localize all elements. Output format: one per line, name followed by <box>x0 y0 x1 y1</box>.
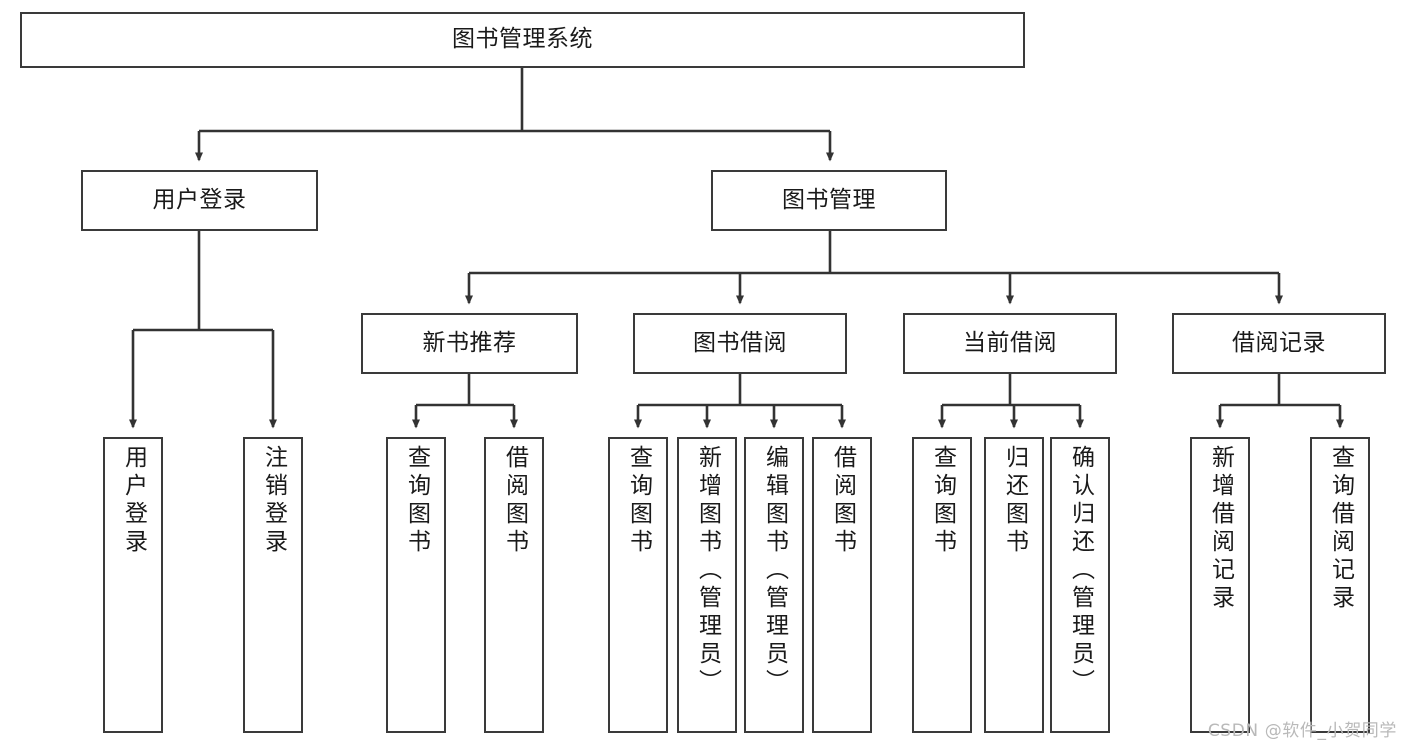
node-root-label: 图书管理系统 <box>452 26 593 53</box>
leaf-user-login[interactable]: 用户登录 <box>103 437 163 733</box>
leaf-query-book-recommend[interactable]: 查询图书 <box>386 437 446 733</box>
leaf-confirm-return[interactable]: 确认归还（管理员） <box>1050 437 1110 733</box>
leaf-user-login-label: 用户登录 <box>120 445 147 557</box>
node-current-borrow-label: 当前借阅 <box>963 329 1057 356</box>
leaf-add-book[interactable]: 新增图书（管理员） <box>677 437 737 733</box>
node-current-borrow[interactable]: 当前借阅 <box>903 313 1117 374</box>
node-book-management-label: 图书管理 <box>782 186 876 213</box>
node-book-borrow-label: 图书借阅 <box>693 329 787 356</box>
leaf-query-borrow-record[interactable]: 查询借阅记录 <box>1310 437 1370 733</box>
leaf-query-book-current-label: 查询图书 <box>929 445 956 557</box>
node-user-login[interactable]: 用户登录 <box>81 170 318 231</box>
node-borrow-record[interactable]: 借阅记录 <box>1172 313 1386 374</box>
leaf-query-book-current[interactable]: 查询图书 <box>912 437 972 733</box>
leaf-borrow-book-recommend[interactable]: 借阅图书 <box>484 437 544 733</box>
leaf-borrow-book-label: 借阅图书 <box>829 445 856 557</box>
leaf-logout-label: 注销登录 <box>260 445 287 557</box>
leaf-return-book[interactable]: 归还图书 <box>984 437 1044 733</box>
leaf-query-borrow-record-label: 查询借阅记录 <box>1327 445 1354 613</box>
node-book-borrow[interactable]: 图书借阅 <box>633 313 847 374</box>
leaf-query-book-borrow[interactable]: 查询图书 <box>608 437 668 733</box>
leaf-edit-book[interactable]: 编辑图书（管理员） <box>744 437 804 733</box>
node-new-book-recommend-label: 新书推荐 <box>422 329 517 356</box>
node-user-login-label: 用户登录 <box>152 186 247 213</box>
node-borrow-record-label: 借阅记录 <box>1232 329 1326 356</box>
leaf-logout[interactable]: 注销登录 <box>243 437 303 733</box>
leaf-add-borrow-record[interactable]: 新增借阅记录 <box>1190 437 1250 733</box>
leaf-confirm-return-label: 确认归还（管理员） <box>1067 445 1094 697</box>
leaf-borrow-book[interactable]: 借阅图书 <box>812 437 872 733</box>
leaf-query-book-borrow-label: 查询图书 <box>625 445 652 557</box>
node-root[interactable]: 图书管理系统 <box>20 12 1025 68</box>
leaf-query-book-recommend-label: 查询图书 <box>403 445 430 557</box>
leaf-add-book-label: 新增图书（管理员） <box>694 445 721 697</box>
leaf-return-book-label: 归还图书 <box>1001 445 1028 557</box>
node-book-management[interactable]: 图书管理 <box>711 170 947 231</box>
node-new-book-recommend[interactable]: 新书推荐 <box>361 313 578 374</box>
leaf-add-borrow-record-label: 新增借阅记录 <box>1207 445 1234 613</box>
leaf-borrow-book-recommend-label: 借阅图书 <box>501 445 528 557</box>
leaf-edit-book-label: 编辑图书（管理员） <box>761 445 788 697</box>
watermark: CSDN @软件_小贺同学 <box>1207 721 1397 741</box>
